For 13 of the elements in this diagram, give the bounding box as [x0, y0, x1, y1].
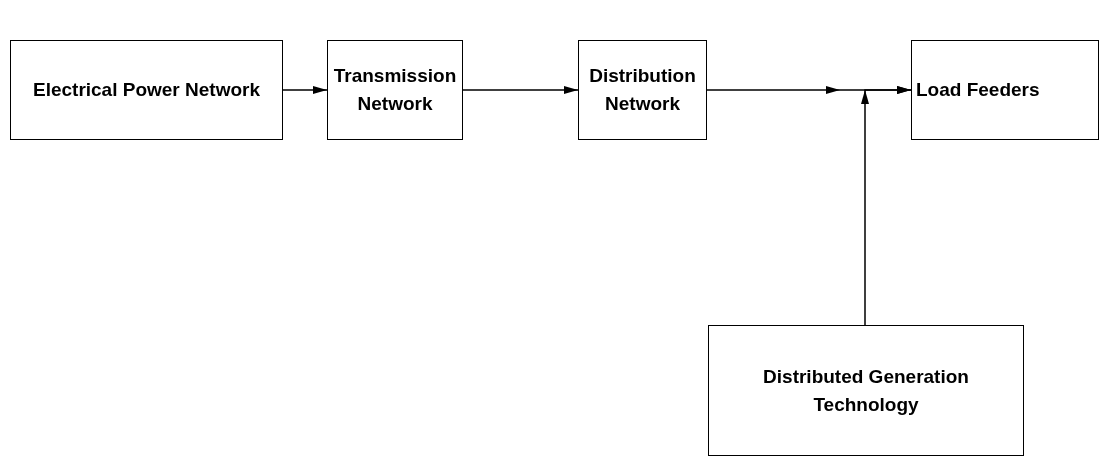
process-box	[708, 325, 1024, 456]
arrow	[462, 86, 579, 94]
arrow	[282, 86, 328, 94]
process-box	[327, 40, 463, 140]
arrow	[861, 86, 912, 326]
process-box	[10, 40, 283, 140]
box-label: Electrical Power Network	[32, 78, 260, 103]
box-label: Distribution Network	[588, 64, 697, 116]
box-label: Load Feeders	[916, 78, 1040, 103]
process-box	[911, 40, 1099, 140]
box-label: Transmission Network	[332, 64, 458, 116]
process-box	[578, 40, 707, 140]
box-label: Distributed Generation Technology	[762, 364, 970, 417]
